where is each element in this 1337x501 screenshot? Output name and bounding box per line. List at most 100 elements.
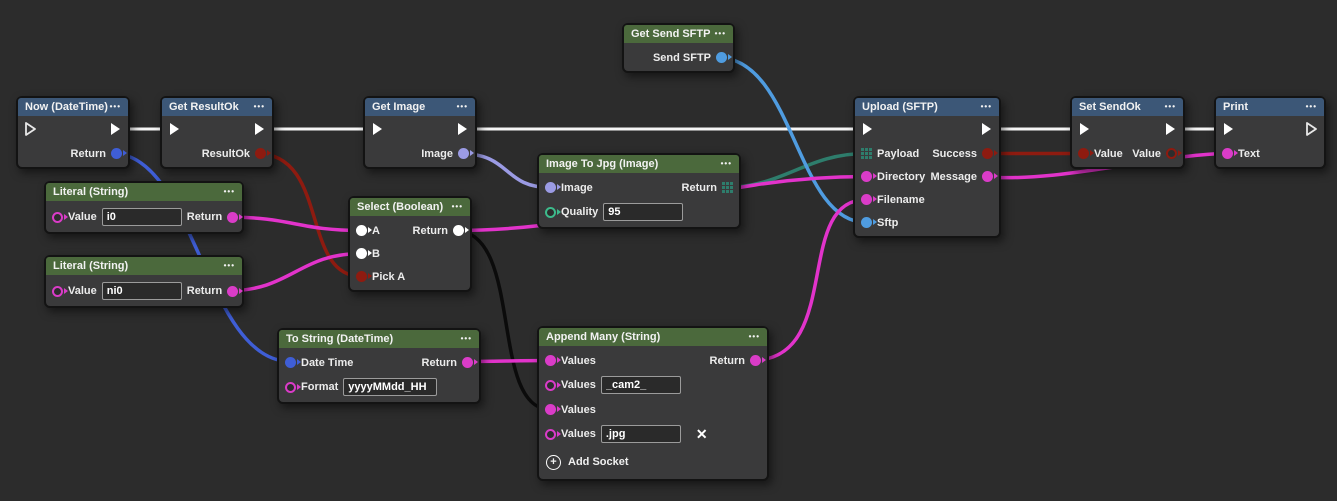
- values-field-2[interactable]: [601, 376, 681, 394]
- node-set-sendok[interactable]: Set SendOk ••• Value Value: [1070, 96, 1185, 169]
- output-port-message[interactable]: [982, 171, 993, 182]
- input-port-sftp[interactable]: [861, 217, 872, 228]
- output-port-return[interactable]: [750, 355, 761, 366]
- values-field-4[interactable]: [601, 425, 681, 443]
- input-port-values-1[interactable]: [545, 355, 556, 366]
- node-menu-icon[interactable]: •••: [254, 103, 265, 111]
- input-port-value[interactable]: [1078, 148, 1089, 159]
- input-port-values-4[interactable]: [545, 429, 556, 440]
- node-get-resultok[interactable]: Get ResultOk ••• ResultOk: [160, 96, 274, 169]
- output-port-image[interactable]: [458, 148, 469, 159]
- node-header[interactable]: Get Send SFTP •••: [624, 25, 733, 43]
- node-header[interactable]: Upload (SFTP) •••: [855, 98, 999, 116]
- port-label: Values: [561, 404, 596, 416]
- port-label: Filename: [877, 194, 925, 206]
- node-now-datetime[interactable]: Now (DateTime) ••• Return: [16, 96, 130, 169]
- input-port-quality[interactable]: [545, 207, 556, 218]
- node-menu-icon[interactable]: •••: [1165, 103, 1176, 111]
- quality-field[interactable]: [603, 203, 683, 221]
- output-port-return[interactable]: [453, 225, 464, 236]
- plus-icon: +: [546, 455, 561, 470]
- input-port-filename[interactable]: [861, 194, 872, 205]
- input-port-pick-a[interactable]: [356, 271, 367, 282]
- output-port-return[interactable]: [462, 357, 473, 368]
- value-field[interactable]: [102, 282, 182, 300]
- exec-in-pin[interactable]: [371, 121, 384, 137]
- exec-out-pin[interactable]: [1305, 121, 1318, 137]
- node-header[interactable]: Set SendOk •••: [1072, 98, 1183, 116]
- node-upload-sftp[interactable]: Upload (SFTP) ••• Payload Success Direct…: [853, 96, 1001, 238]
- node-header[interactable]: Append Many (String) •••: [539, 328, 767, 346]
- node-get-send-sftp[interactable]: Get Send SFTP ••• Send SFTP: [622, 23, 735, 73]
- output-port-return[interactable]: [227, 212, 238, 223]
- exec-in-pin[interactable]: [24, 121, 37, 137]
- node-to-string-datetime[interactable]: To String (DateTime) ••• Date Time Retur…: [277, 328, 481, 404]
- node-header[interactable]: Literal (String) •••: [46, 257, 242, 275]
- add-socket-button[interactable]: + Add Socket: [539, 447, 767, 477]
- node-menu-icon[interactable]: •••: [224, 188, 235, 196]
- output-port-resultok[interactable]: [255, 148, 266, 159]
- input-port-image[interactable]: [545, 182, 556, 193]
- node-header[interactable]: Image To Jpg (Image) •••: [539, 155, 739, 173]
- node-menu-icon[interactable]: •••: [1306, 103, 1317, 111]
- output-port-return[interactable]: [227, 286, 238, 297]
- node-menu-icon[interactable]: •••: [452, 203, 463, 211]
- node-header[interactable]: Print •••: [1216, 98, 1324, 116]
- node-menu-icon[interactable]: •••: [224, 262, 235, 270]
- node-menu-icon[interactable]: •••: [715, 30, 726, 38]
- node-literal-ni0[interactable]: Literal (String) ••• Value Return: [44, 255, 244, 308]
- node-print[interactable]: Print ••• Text: [1214, 96, 1326, 169]
- exec-in-pin[interactable]: [168, 121, 181, 137]
- input-port-payload-grid[interactable]: [861, 148, 872, 159]
- node-header[interactable]: Select (Boolean) •••: [350, 198, 470, 216]
- input-port-format[interactable]: [285, 382, 296, 393]
- output-port-return-grid[interactable]: [722, 182, 733, 193]
- input-port-values-3[interactable]: [545, 404, 556, 415]
- node-image-to-jpg[interactable]: Image To Jpg (Image) ••• Image Return Qu…: [537, 153, 741, 229]
- format-field[interactable]: [343, 378, 437, 396]
- output-port-success[interactable]: [982, 148, 993, 159]
- wire-imagetojpg-payload: [724, 154, 867, 188]
- port-label: Text: [1238, 148, 1260, 160]
- node-literal-i0[interactable]: Literal (String) ••• Value Return: [44, 181, 244, 234]
- node-menu-icon[interactable]: •••: [110, 103, 121, 111]
- node-header[interactable]: Literal (String) •••: [46, 183, 242, 201]
- node-header[interactable]: Get ResultOk •••: [162, 98, 272, 116]
- node-append-many[interactable]: Append Many (String) ••• Values Return V…: [537, 326, 769, 481]
- output-port-return[interactable]: [111, 148, 122, 159]
- node-menu-icon[interactable]: •••: [721, 160, 732, 168]
- node-menu-icon[interactable]: •••: [981, 103, 992, 111]
- remove-socket-icon[interactable]: ✕: [696, 426, 708, 443]
- node-select-boolean[interactable]: Select (Boolean) ••• A Return B Pick A: [348, 196, 472, 292]
- node-title: Get ResultOk: [169, 101, 239, 113]
- node-get-image[interactable]: Get Image ••• Image: [363, 96, 477, 169]
- input-port-directory[interactable]: [861, 171, 872, 182]
- input-port-text[interactable]: [1222, 148, 1233, 159]
- input-port-date-time[interactable]: [285, 357, 296, 368]
- input-port-values-2[interactable]: [545, 380, 556, 391]
- exec-in-pin[interactable]: [861, 121, 874, 137]
- input-port-value[interactable]: [52, 212, 63, 223]
- exec-out-pin[interactable]: [109, 121, 122, 137]
- value-field[interactable]: [102, 208, 182, 226]
- exec-out-pin[interactable]: [1164, 121, 1177, 137]
- exec-out-pin[interactable]: [980, 121, 993, 137]
- node-menu-icon[interactable]: •••: [457, 103, 468, 111]
- exec-in-pin[interactable]: [1222, 121, 1235, 137]
- node-menu-icon[interactable]: •••: [461, 335, 472, 343]
- node-header[interactable]: Now (DateTime) •••: [18, 98, 128, 116]
- exec-out-pin[interactable]: [456, 121, 469, 137]
- output-port-value[interactable]: [1166, 148, 1177, 159]
- input-port-a[interactable]: [356, 225, 367, 236]
- node-header[interactable]: To String (DateTime) •••: [279, 330, 479, 348]
- input-port-b[interactable]: [356, 248, 367, 259]
- node-header[interactable]: Get Image •••: [365, 98, 475, 116]
- exec-out-pin[interactable]: [253, 121, 266, 137]
- node-menu-icon[interactable]: •••: [749, 333, 760, 341]
- input-port-value[interactable]: [52, 286, 63, 297]
- port-label: A: [372, 225, 380, 237]
- exec-in-pin[interactable]: [1078, 121, 1091, 137]
- node-title: To String (DateTime): [286, 333, 393, 345]
- output-port-send-sftp[interactable]: [716, 52, 727, 63]
